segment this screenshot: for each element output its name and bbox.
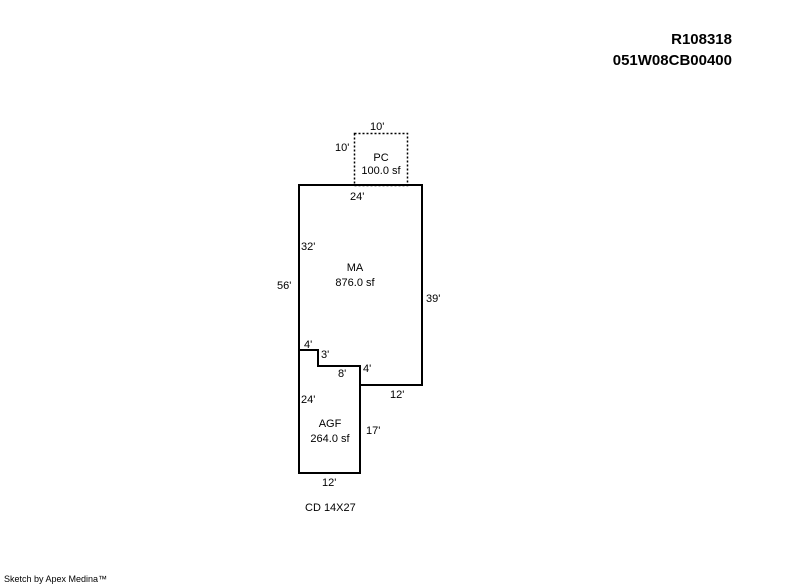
ma-label: MA [347,262,364,274]
map-number: 051W08CB00400 [612,52,732,69]
ma-dim-bottom: 12' [390,389,404,401]
ma-dim-left: 32' [301,241,315,253]
agf-dim-2: 3' [321,349,329,361]
ma-area: 876.0 sf [335,277,375,289]
agf-outline [298,349,361,474]
agf-dim-left: 24' [301,394,315,406]
agf-dim-1: 4' [304,339,312,351]
ma-dim-right: 39' [426,293,440,305]
pc-outline [353,132,409,187]
pc-label: PC [373,152,388,164]
pc-area: 100.0 sf [361,165,401,177]
ma-outline [298,184,423,386]
agf-dim-bottom: 12' [322,477,336,489]
ma-dim-top: 24' [350,191,364,203]
cd-note: CD 14X27 [305,502,356,514]
agf-dim-3: 8' [338,368,346,380]
pc-dim-left: 10' [335,142,349,154]
ma-dim-total-left: 56' [277,280,291,292]
parcel-id: R108318 [671,31,732,48]
pc-dim-top: 10' [370,121,384,133]
agf-label: AGF [319,418,342,430]
agf-area: 264.0 sf [310,433,350,445]
ma-dim-step: 4' [363,363,371,375]
agf-dim-right: 17' [366,425,380,437]
footer-credit: Sketch by Apex Medina™ [4,574,108,584]
